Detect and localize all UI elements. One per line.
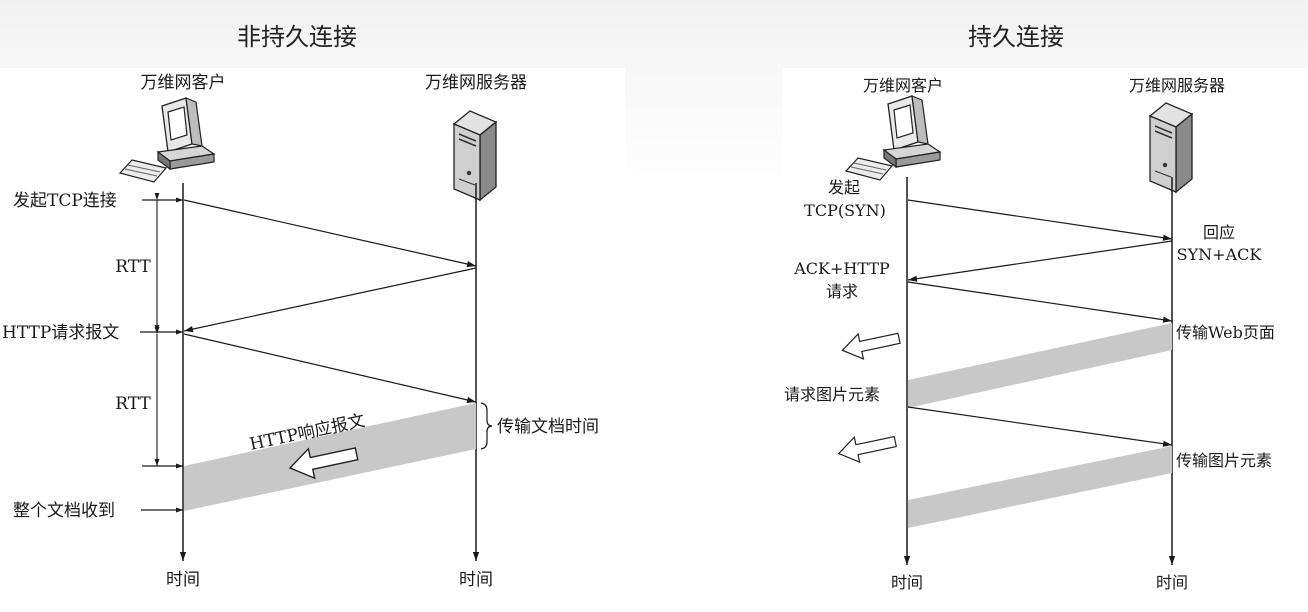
non-persistent-diagram: 万维网客户 万维网服务器 发起TCP连接 RTT HTTP请求报文 RTT HT… xyxy=(2,73,599,590)
server-time-label: 时间 xyxy=(459,570,493,590)
server-label: 万维网服务器 xyxy=(425,73,527,93)
image-transfer-arrow-icon xyxy=(835,428,899,467)
synack-arrow xyxy=(907,240,1173,282)
computer-icon xyxy=(119,97,215,183)
request-image-label: 请求图片元素 xyxy=(784,385,880,404)
rtt-label-1: RTT xyxy=(115,257,151,277)
transfer-time-label: 传输文档时间 xyxy=(497,417,599,437)
non-persistent-title: 非持久连接 xyxy=(237,23,357,51)
initiate-label-1: 发起 xyxy=(828,178,860,197)
initiate-label-2: TCP(SYN) xyxy=(804,201,886,220)
server-icon xyxy=(453,110,497,201)
computer-icon xyxy=(845,95,941,181)
transfer-brace xyxy=(480,402,493,450)
rtt-label-2: RTT xyxy=(115,394,151,414)
web-page-band xyxy=(908,323,1172,408)
ack-http-arrow xyxy=(907,281,1173,323)
syn-arrow xyxy=(907,199,1173,241)
initiate-tcp-label: 发起TCP连接 xyxy=(13,191,117,211)
transfer-image-label: 传输图片元素 xyxy=(1176,451,1272,470)
request-arrow xyxy=(183,333,477,404)
image-request-arrow xyxy=(907,406,1173,447)
non-persistent-panel xyxy=(0,68,625,612)
persistent-diagram: 万维网客户 万维网服务器 发起 TCP(SYN) 回应 SYN+ACK ACK+… xyxy=(784,76,1275,592)
client-time-label: 时间 xyxy=(891,573,923,592)
reply-label-1: 回应 xyxy=(1203,223,1235,242)
ack-http-label-1: ACK+HTTP xyxy=(793,259,890,278)
client-time-label: 时间 xyxy=(166,570,200,590)
server-icon xyxy=(1149,102,1193,193)
transfer-web-label: 传输Web页面 xyxy=(1176,323,1275,342)
web-transfer-arrow-icon xyxy=(839,325,903,364)
ack-http-label-2: 请求 xyxy=(826,282,858,301)
doc-received-label: 整个文档收到 xyxy=(13,501,115,521)
syn-arrow xyxy=(183,199,477,268)
http-request-label: HTTP请求报文 xyxy=(2,323,119,343)
synack-arrow xyxy=(183,267,477,333)
server-time-label: 时间 xyxy=(1156,573,1188,592)
reply-label-2: SYN+ACK xyxy=(1177,245,1263,264)
client-label: 万维网客户 xyxy=(863,76,943,95)
image-band xyxy=(908,446,1172,528)
persistent-title: 持久连接 xyxy=(968,23,1064,51)
client-label: 万维网客户 xyxy=(141,73,226,93)
server-label: 万维网服务器 xyxy=(1129,76,1225,95)
